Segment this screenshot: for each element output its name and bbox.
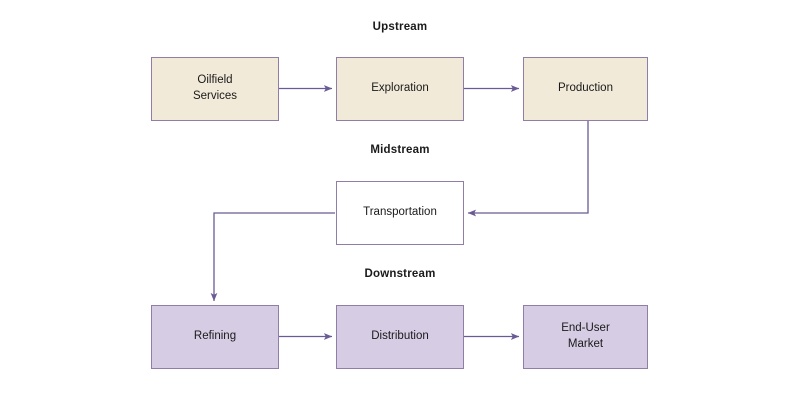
node-transportation[interactable]: Transportation xyxy=(336,181,464,245)
node-exploration[interactable]: Exploration xyxy=(336,57,464,121)
node-label-line1: Oilfield xyxy=(197,74,233,87)
node-production[interactable]: Production xyxy=(523,57,648,121)
node-label-refining: Refining xyxy=(193,330,237,343)
node-label-oilfield-services: Oilfield Services xyxy=(193,73,237,104)
node-label-distribution: Distribution xyxy=(371,330,429,343)
section-label-downstream: Downstream xyxy=(364,268,436,280)
edge-production-to-transportation xyxy=(467,121,589,217)
node-oilfield-services[interactable]: Oilfield Services xyxy=(151,57,279,121)
node-label-line1: End-User xyxy=(561,322,610,335)
node-label-production: Production xyxy=(558,82,613,95)
node-label-transportation: Transportation xyxy=(363,206,437,219)
section-label-upstream: Upstream xyxy=(372,21,428,33)
edge-transportation-to-refining xyxy=(210,212,335,302)
node-label-end-user-market: End-User Market xyxy=(561,321,610,352)
section-label-midstream: Midstream xyxy=(370,144,430,156)
node-label-line2: Services xyxy=(192,90,238,102)
node-refining[interactable]: Refining xyxy=(151,305,279,369)
node-label-exploration: Exploration xyxy=(371,82,429,95)
node-end-user-market[interactable]: End-User Market xyxy=(523,305,648,369)
node-label-line2: Market xyxy=(567,338,604,350)
node-distribution[interactable]: Distribution xyxy=(336,305,464,369)
